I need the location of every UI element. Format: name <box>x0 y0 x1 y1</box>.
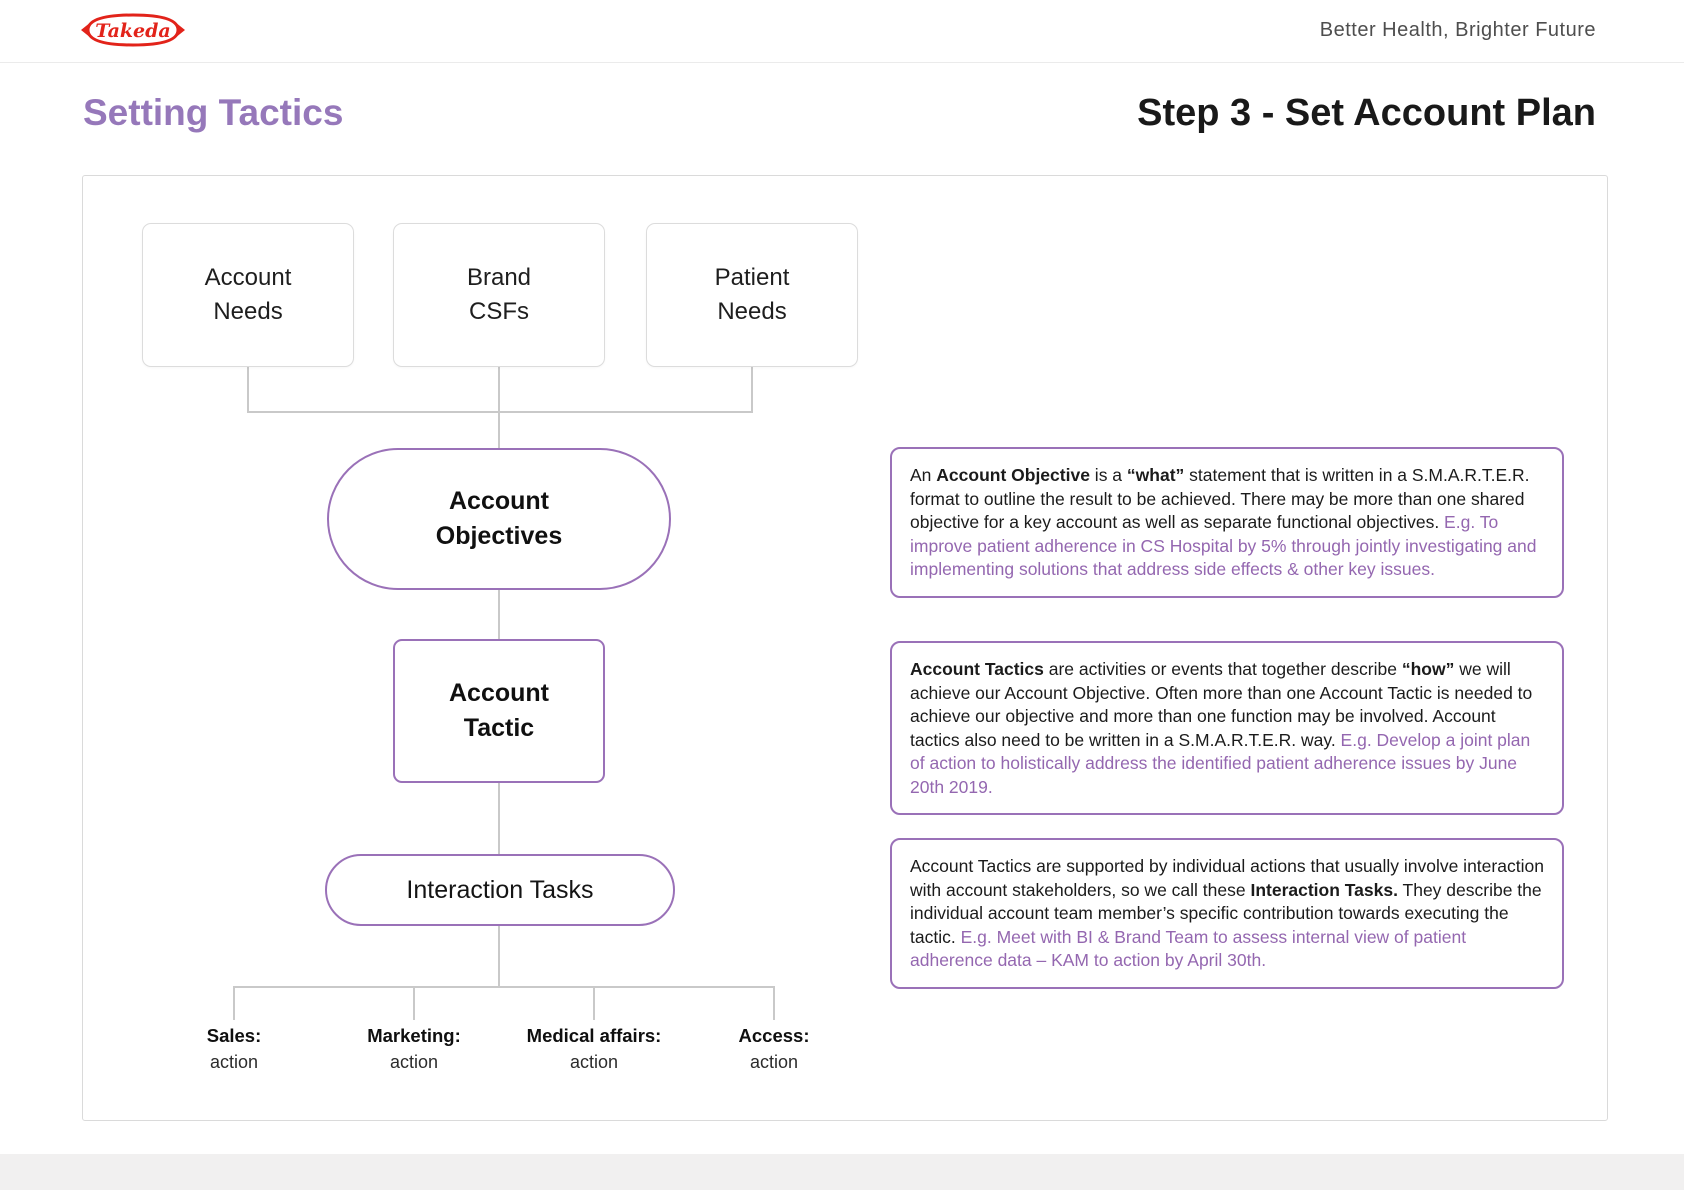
connector-line <box>498 783 500 855</box>
node-account-tactic: Account Tactic <box>393 639 605 783</box>
node-label: Interaction Tasks <box>406 875 594 904</box>
node-label: Patient <box>714 264 790 291</box>
connector-line <box>773 986 775 1020</box>
leaf-sales: Sales: action <box>139 1025 329 1073</box>
node-account-needs: Account Needs <box>142 223 354 367</box>
connector-line <box>593 986 595 1020</box>
connector-line <box>498 590 500 640</box>
node-brand-csfs: Brand CSFs <box>393 223 605 367</box>
connector-line <box>498 926 500 988</box>
leaf-label: Marketing: <box>367 1025 461 1046</box>
connector-line <box>413 986 415 1020</box>
connector-line <box>233 986 235 1020</box>
leaf-action: action <box>209 1052 259 1072</box>
step-title: Step 3 - Set Account Plan <box>1137 92 1596 134</box>
node-label: Tactic <box>463 714 535 742</box>
node-label: CSFs <box>469 298 529 325</box>
header-bar: Takeda Better Health, Brighter Future <box>0 0 1684 63</box>
connector-line <box>498 367 500 448</box>
footer-strip <box>0 1154 1684 1190</box>
annotation-account-objective: An Account Objective is a “what” stateme… <box>890 447 1564 598</box>
node-interaction-tasks: Interaction Tasks <box>325 854 675 926</box>
leaf-label: Sales: <box>206 1025 262 1046</box>
leaf-label: Medical affairs: <box>526 1025 662 1046</box>
node-label: Brand <box>466 264 532 291</box>
page-title: Setting Tactics <box>83 92 344 133</box>
leaf-medical-affairs: Medical affairs: action <box>499 1025 689 1073</box>
leaf-marketing: Marketing: action <box>319 1025 509 1073</box>
node-label: Needs <box>717 298 787 325</box>
connector-line <box>751 367 753 413</box>
node-account-objectives: Account Objectives <box>327 448 671 590</box>
node-label: Account <box>204 264 292 291</box>
node-label: Needs <box>213 298 283 325</box>
annotation-account-tactics: Account Tactics are activities or events… <box>890 641 1564 815</box>
node-patient-needs: Patient Needs <box>646 223 858 367</box>
node-label: Account <box>449 679 549 707</box>
node-label: Account <box>449 487 549 515</box>
leaf-action: action <box>749 1052 799 1072</box>
header-tagline: Better Health, Brighter Future <box>1319 19 1596 41</box>
node-label: Objectives <box>435 522 563 550</box>
leaf-access: Access: action <box>679 1025 869 1073</box>
annotation-interaction-tasks: Account Tactics are supported by individ… <box>890 838 1564 989</box>
leaf-action: action <box>569 1052 619 1072</box>
connector-line <box>233 986 775 988</box>
leaf-action: action <box>389 1052 439 1072</box>
takeda-logo-text: Takeda <box>95 20 170 42</box>
takeda-logo-icon: Takeda <box>80 10 186 55</box>
connector-line <box>247 411 753 413</box>
connector-line <box>247 367 249 413</box>
leaf-label: Access: <box>738 1025 810 1046</box>
